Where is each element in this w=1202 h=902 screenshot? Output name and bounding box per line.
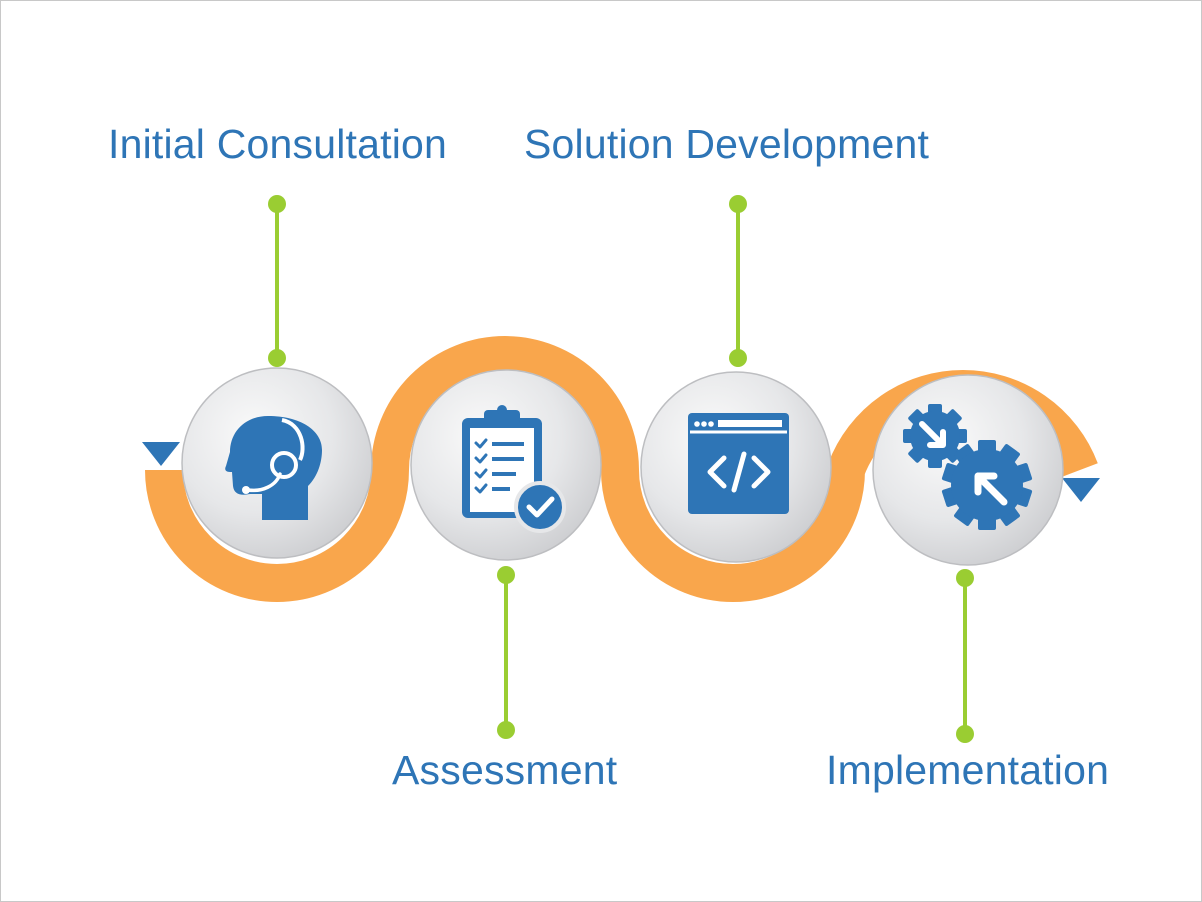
code-window-icon xyxy=(688,413,789,514)
step-label-assessment: Assessment xyxy=(392,747,618,793)
gears-icon xyxy=(903,404,1033,530)
connector-3 xyxy=(729,195,747,367)
step-label-initial-consultation: Initial Consultation xyxy=(108,121,448,167)
step-label-implementation: Implementation xyxy=(826,747,1110,793)
connector-2 xyxy=(497,566,515,739)
connector-1 xyxy=(268,195,286,367)
headset-person-icon xyxy=(225,416,322,520)
start-arrow-icon xyxy=(142,442,180,466)
clipboard-check-icon xyxy=(462,405,566,533)
connector-4 xyxy=(956,569,974,743)
step-label-solution-development: Solution Development xyxy=(524,121,930,167)
end-arrow-icon xyxy=(1062,478,1100,502)
serpentine-path xyxy=(145,336,1098,602)
